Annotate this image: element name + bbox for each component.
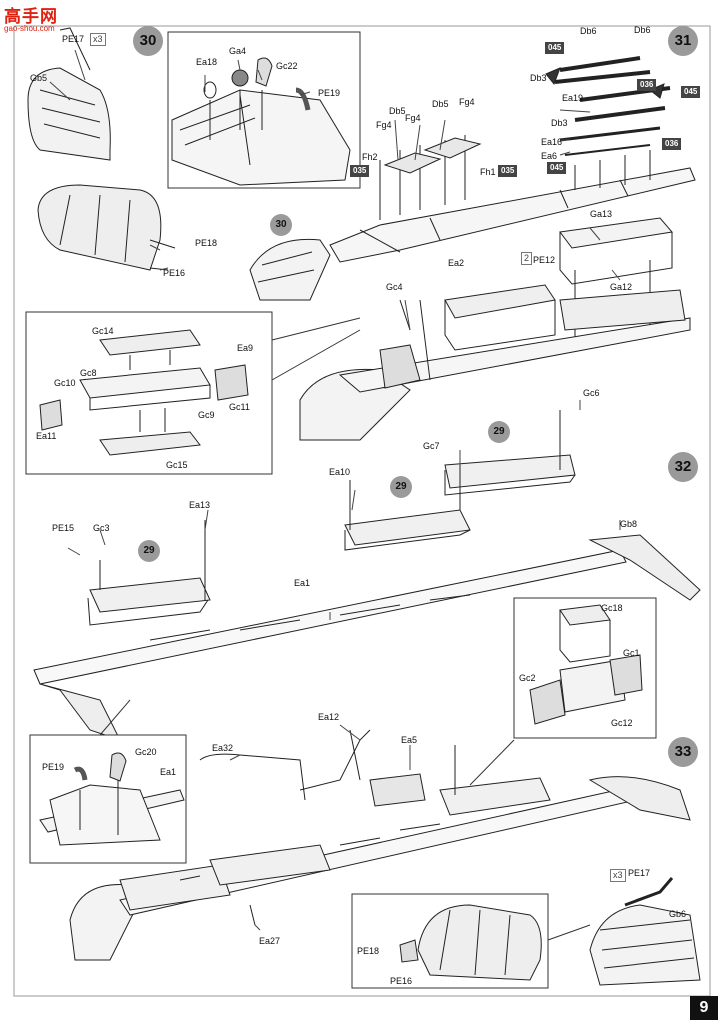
fender-sub-30 [249, 238, 331, 301]
chassis-31 [299, 284, 691, 441]
color-badge-045-c: 045 [547, 162, 567, 174]
subassembly-ref-29-a: 29 [488, 421, 510, 443]
color-badge-035-a: 035 [350, 165, 370, 177]
step-32-number: 32 [668, 452, 698, 482]
detail-33-parts [399, 904, 542, 981]
part-label: Gc4 [386, 282, 403, 292]
part-label: PE15 [52, 523, 75, 533]
color-badge-045-a: 045 [545, 42, 565, 54]
subassembly-ref-29-c: 29 [138, 540, 160, 562]
part-label: Gc6 [583, 388, 600, 398]
part-label: Ea6 [541, 151, 558, 161]
part-label: Db3 [551, 118, 568, 128]
part-label: Db6 [634, 25, 651, 35]
part-label: Ea2 [448, 258, 465, 268]
fender-lower-right [589, 877, 701, 986]
part-label: Ea18 [196, 57, 218, 67]
box-ga13 [559, 217, 673, 340]
detail-32-left-parts [39, 752, 185, 846]
multiplier-x2: 2 [521, 252, 533, 265]
color-badge-035-b: 035 [498, 165, 518, 177]
subassembly-ref-30: 30 [270, 214, 292, 236]
part-label: Ea16 [541, 137, 563, 147]
part-label: Gc9 [198, 410, 215, 420]
part-label: PE16 [163, 268, 186, 278]
part-label: Ea10 [329, 467, 351, 477]
detail-32-parts [529, 604, 643, 725]
part-label: Fg4 [459, 97, 475, 107]
part-label: Ga4 [229, 46, 247, 56]
part-label: Ea11 [36, 431, 57, 441]
part-label: Gc10 [54, 378, 76, 388]
page-number: 9 [690, 996, 718, 1020]
part-label: Gc2 [519, 673, 536, 683]
part-label: PE19 [42, 762, 65, 772]
part-label: Ea27 [259, 936, 281, 946]
step-31-number: 31 [668, 26, 698, 56]
part-label: Ea1 [160, 767, 177, 777]
part-label: PE18 [195, 238, 218, 248]
fender-lower-left [37, 184, 176, 271]
part-label: Gc11 [229, 402, 250, 412]
color-badge-045-b: 045 [681, 86, 701, 98]
part-label: Gb8 [620, 519, 638, 529]
part-label: Db3 [530, 73, 547, 83]
part-label: Gc8 [80, 368, 97, 378]
color-badge-036-b: 036 [662, 138, 682, 150]
part-label: Fg4 [376, 120, 392, 130]
part-label: Ea19 [562, 93, 584, 103]
part-label: Ea1 [294, 578, 311, 588]
part-label: Db6 [580, 26, 597, 36]
leader-lines [49, 49, 621, 931]
part-label: Gc20 [135, 747, 157, 757]
part-label: Ea32 [212, 743, 234, 753]
part-label: PE17 [62, 34, 85, 44]
part-label: Db5 [389, 106, 406, 116]
part-label: Ea9 [237, 343, 254, 353]
step-30-number: 30 [133, 26, 163, 56]
part-label: Fh2 [362, 152, 378, 162]
part-label: Gb6 [669, 909, 687, 919]
fender-upper-left [27, 27, 111, 161]
part-label: Gc3 [93, 523, 110, 533]
part-label: Gc1 [623, 648, 640, 658]
part-label: Db5 [432, 99, 449, 109]
watermark-url: gao-shou.com [4, 24, 55, 33]
part-label: PE17 [628, 868, 651, 878]
part-label: Gc15 [166, 460, 188, 470]
part-label: PE19 [318, 88, 341, 98]
part-label: Gc12 [611, 718, 633, 728]
part-label: Gb5 [30, 73, 48, 83]
multiplier-x3-top: x3 [90, 33, 106, 46]
part-label: Ga12 [610, 282, 633, 292]
step-33-number: 33 [668, 737, 698, 767]
part-label: Gc7 [423, 441, 440, 451]
part-label: Gc14 [92, 326, 114, 336]
watermark-title: 高手网 [4, 7, 58, 26]
part-label: PE18 [357, 946, 380, 956]
part-label: Ga13 [590, 209, 613, 219]
part-label: Ea5 [401, 735, 418, 745]
part-label: PE16 [390, 976, 413, 986]
part-label: Gc18 [601, 603, 623, 613]
tools-31 [545, 56, 671, 190]
detail-30-parts [171, 57, 351, 186]
detail-31-parts [39, 329, 249, 456]
subassembly-ref-29-b: 29 [390, 476, 412, 498]
part-label: Ea13 [189, 500, 211, 510]
color-badge-036-a: 036 [637, 79, 657, 91]
watermark-logo: 高手网 gao-shou.com [4, 2, 58, 33]
multiplier-x3-bottom: x3 [610, 869, 626, 882]
part-label: PE12 [533, 255, 556, 265]
chassis-ea2 [329, 135, 696, 263]
part-label: Gc22 [276, 61, 298, 71]
part-label: Fh1 [480, 167, 496, 177]
part-label: Fg4 [405, 113, 421, 123]
part-label: Ea12 [318, 712, 340, 722]
chassis-33 [69, 729, 691, 961]
